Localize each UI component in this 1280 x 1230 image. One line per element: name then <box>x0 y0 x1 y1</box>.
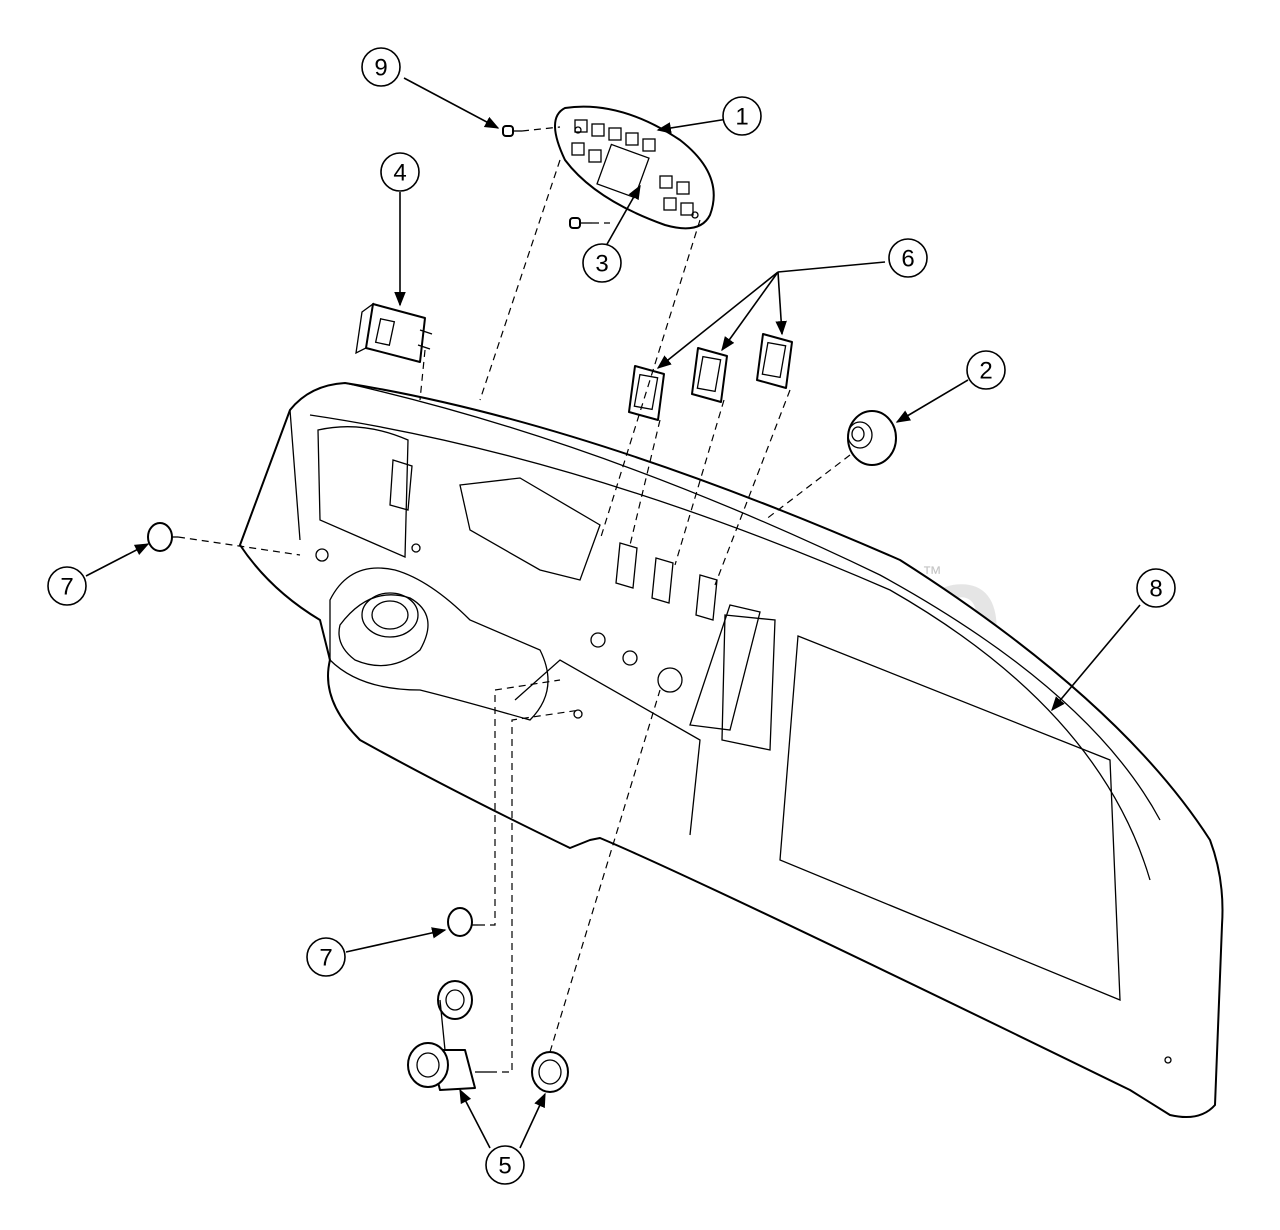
power-socket <box>407 980 490 1091</box>
callout-2-label: 2 <box>979 358 992 385</box>
callout-7a-label: 7 <box>60 574 73 601</box>
callout-1-label: 1 <box>735 104 748 131</box>
rocker-switch <box>355 302 433 363</box>
dashboard-panel <box>239 382 1224 1118</box>
callout-3-label: 3 <box>595 251 608 278</box>
callout-7a: 7 <box>47 566 87 606</box>
screw-lower <box>569 217 592 229</box>
callout-2: 2 <box>966 350 1006 390</box>
round-grommet <box>847 410 897 466</box>
switch-bezel-3 <box>756 333 793 389</box>
callout-4-label: 4 <box>393 160 406 187</box>
callout-9-label: 9 <box>374 55 387 82</box>
callout-5-label: 5 <box>498 1153 511 1180</box>
plug-lower <box>447 907 478 937</box>
leader-lines <box>85 77 1141 1149</box>
callout-4: 4 <box>380 152 420 192</box>
callout-1: 1 <box>722 96 762 136</box>
callout-8-label: 8 <box>1149 576 1162 603</box>
display-pod <box>554 105 715 230</box>
callout-3: 3 <box>582 243 622 283</box>
callout-6: 6 <box>888 238 928 278</box>
callout-8: 8 <box>1136 568 1176 608</box>
callout-7b-label: 7 <box>319 945 332 972</box>
callout-7b: 7 <box>306 937 346 977</box>
switch-bezel-2 <box>691 347 728 403</box>
callout-9: 9 <box>361 47 401 87</box>
alignment-lines <box>177 126 851 1073</box>
plug-upper <box>147 522 178 552</box>
screw-upper <box>502 125 522 137</box>
socket-nut <box>531 1051 569 1093</box>
callout-5: 5 <box>485 1145 525 1185</box>
callout-6-label: 6 <box>901 246 914 273</box>
